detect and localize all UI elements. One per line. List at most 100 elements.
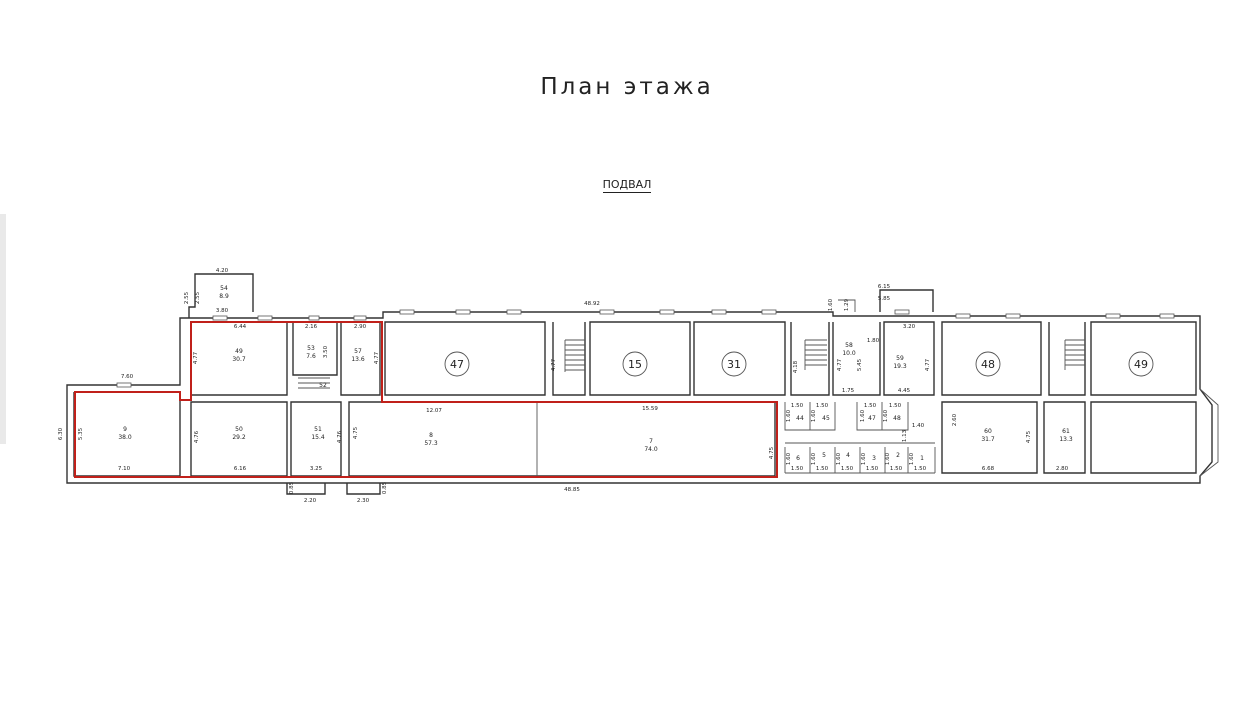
dimension-label: 1.60 — [883, 409, 889, 422]
room-number: 52 — [319, 382, 327, 389]
room-number: 4 — [846, 452, 850, 459]
dimension-label: 1.50 — [889, 403, 902, 409]
room-area: 19.3 — [893, 363, 907, 370]
dimension-label: 2.55 — [184, 291, 190, 304]
dimension-label: 7.10 — [118, 466, 131, 472]
dimension-label: 2.16 — [305, 324, 318, 330]
dimension-label: 5.45 — [857, 358, 863, 371]
dimension-label: 48.85 — [564, 487, 580, 493]
section-marker — [975, 351, 1001, 377]
room-number: 1 — [920, 455, 924, 462]
dimension-label: 5.35 — [78, 427, 84, 440]
room-number: 8 — [429, 432, 433, 439]
dimension-label: 6.44 — [234, 324, 247, 330]
room-number: 47 — [868, 415, 876, 422]
room-number: 51 — [314, 426, 322, 433]
dimension-label: 1.29 — [844, 298, 850, 311]
dimension-label: 1.50 — [791, 466, 804, 472]
dimension-label: 1.60 — [861, 452, 867, 465]
dimension-label: 4.76 — [194, 430, 200, 443]
dimension-label: 1.60 — [885, 452, 891, 465]
dimension-label: 1.50 — [866, 466, 879, 472]
room-area: 31.7 — [981, 436, 995, 443]
dimension-label: 1.60 — [811, 452, 817, 465]
room-number: 7 — [649, 438, 653, 445]
dimension-label: 4.77 — [374, 351, 380, 364]
page-title: План этажа — [540, 74, 714, 100]
room-area: 15.4 — [311, 434, 325, 441]
room-number: 57 — [354, 348, 362, 355]
dimension-label: 1.50 — [864, 403, 877, 409]
dimension-label: 1.80 — [867, 338, 880, 344]
dimension-label: 1.50 — [816, 403, 829, 409]
room-number: 54 — [220, 285, 228, 292]
dimension-label: 6.30 — [58, 427, 64, 440]
dimension-label: 1.13 — [902, 429, 908, 442]
room-area: 10.0 — [842, 350, 856, 357]
room-area: 13.6 — [351, 356, 365, 363]
scan-edge-artifact — [0, 214, 6, 444]
room-number: 60 — [984, 428, 992, 435]
dimension-label: 3.25 — [310, 466, 323, 472]
room-number: 5 — [822, 452, 826, 459]
room-area: 30.7 — [232, 356, 246, 363]
room-number: 58 — [845, 342, 853, 349]
section-marker — [444, 351, 470, 377]
room-number: 6 — [796, 455, 800, 462]
dimension-label: 1.60 — [786, 409, 792, 422]
room-area: 38.0 — [118, 434, 132, 441]
dimension-label: 2.55 — [195, 291, 201, 304]
dimension-label: 1.50 — [816, 466, 829, 472]
dimension-label: 2.60 — [952, 413, 958, 426]
dimension-label: 2.80 — [1056, 466, 1069, 472]
section-marker-label: 49 — [1134, 358, 1148, 371]
section-marker — [721, 351, 747, 377]
dimension-label: 4.76 — [337, 430, 343, 443]
highlighted-area — [74, 321, 778, 478]
dimension-label: 6.16 — [234, 466, 247, 472]
windows — [116, 309, 1175, 388]
dimension-label: 1.50 — [890, 466, 903, 472]
dimension-label: 4.75 — [1026, 430, 1032, 443]
room-number: 44 — [796, 415, 804, 422]
room-number: 45 — [822, 415, 830, 422]
dimension-label: 4.20 — [216, 268, 229, 274]
room-area: 57.3 — [424, 440, 438, 447]
room-area: 74.0 — [644, 446, 658, 453]
floor-label: ПОДВАЛ — [0, 178, 1254, 193]
dimension-label: 2.20 — [304, 498, 317, 504]
dimension-label: 1.60 — [786, 452, 792, 465]
dimension-label: 4.77 — [193, 351, 199, 364]
stairs — [298, 339, 1085, 389]
dimension-label: 15.59 — [642, 406, 658, 412]
dimension-label: 4.77 — [925, 358, 931, 371]
dimension-label: 3.80 — [216, 308, 229, 314]
dimension-label: 6.15 — [878, 284, 891, 290]
floor-label-text: ПОДВАЛ — [602, 178, 652, 193]
dimension-label: 6.68 — [982, 466, 995, 472]
dimension-label: 1.60 — [909, 452, 915, 465]
room-labels: 54 8.9 49 30.7 53 7.6 57 13.6 52 9 38.0 … — [118, 285, 1073, 462]
section-markers: 47 15 31 48 49 — [444, 351, 1154, 377]
dimension-label: 1.60 — [836, 452, 842, 465]
room-number: 59 — [896, 355, 904, 362]
dimension-labels: 4.20 2.55 2.55 3.80 6.44 2.16 2.90 48.92… — [58, 268, 1069, 504]
room-number: 2 — [896, 452, 900, 459]
room-area: 13.3 — [1059, 436, 1073, 443]
section-marker-label: 47 — [450, 358, 464, 371]
dimension-label: 1.75 — [842, 388, 855, 394]
room-area: 29.2 — [232, 434, 246, 441]
section-marker-label: 15 — [628, 358, 642, 371]
dimension-label: 4.18 — [793, 360, 799, 373]
dimension-label: 4.77 — [837, 358, 843, 371]
room-number: 9 — [123, 426, 127, 433]
dimension-label: 5.85 — [878, 296, 891, 302]
dimension-label: 1.40 — [912, 423, 925, 429]
room-area: 8.9 — [219, 293, 229, 300]
room-number: 49 — [235, 348, 243, 355]
section-marker-label: 48 — [981, 358, 995, 371]
dimension-label: 1.60 — [860, 409, 866, 422]
section-marker — [1128, 351, 1154, 377]
building-outline — [66, 273, 1219, 495]
